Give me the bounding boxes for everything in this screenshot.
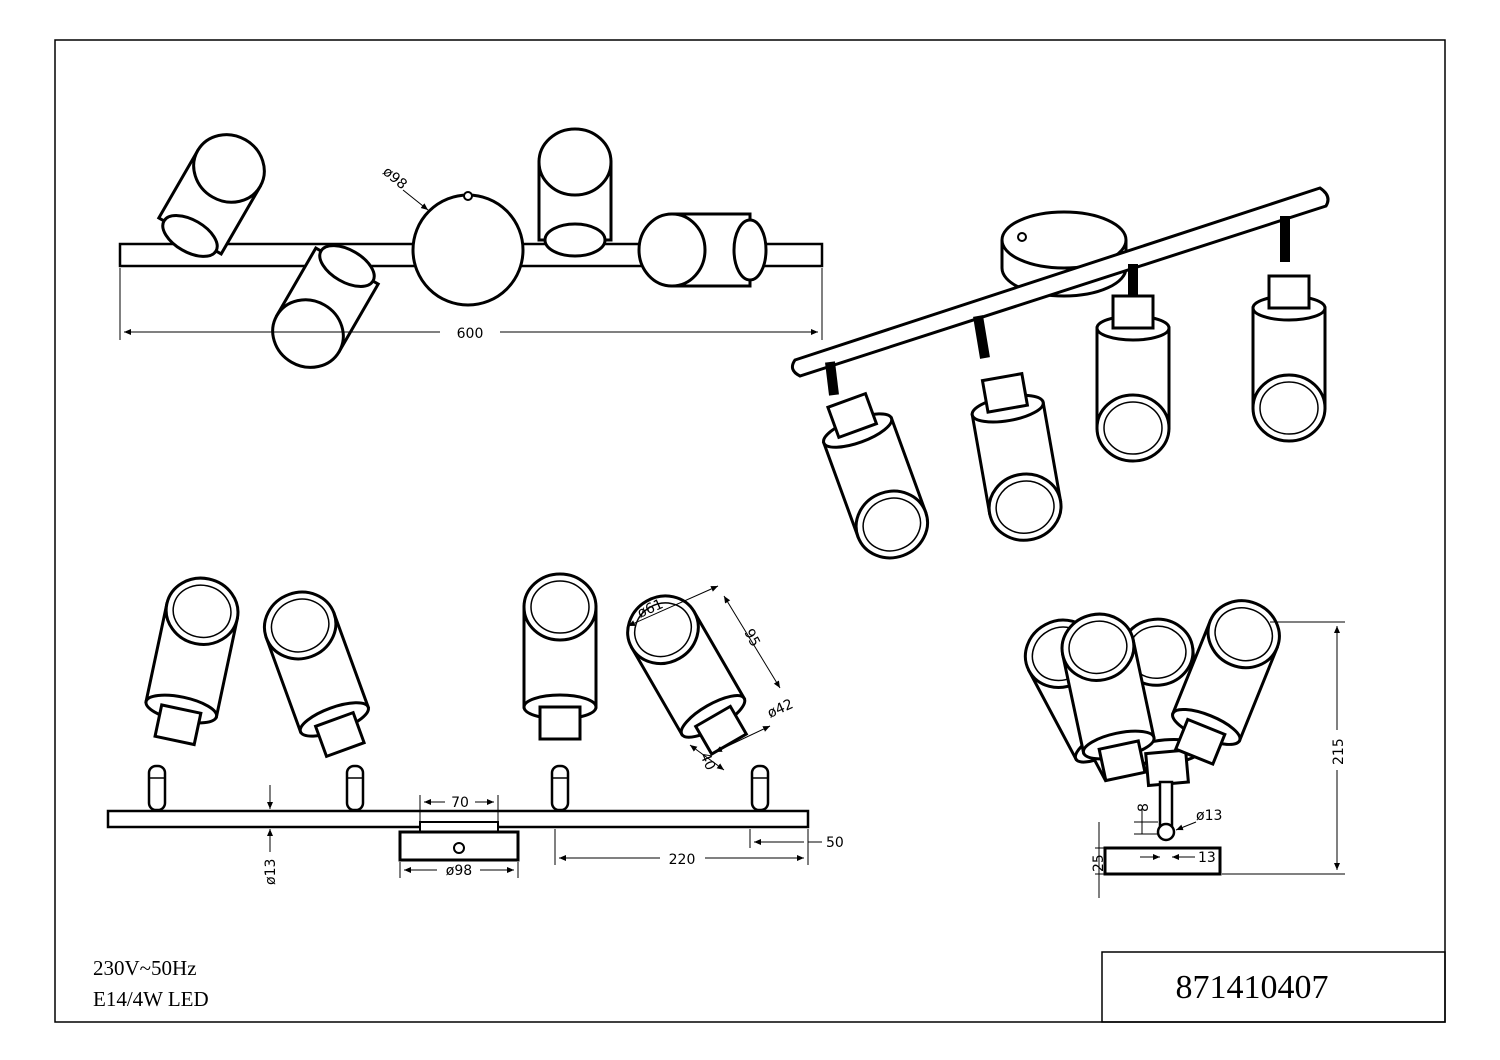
dim-side-height: 215 [1331, 738, 1347, 765]
top-view-spot-4 [637, 212, 768, 288]
spec-lamp: E14/4W LED [93, 987, 209, 1011]
top-view-base [411, 193, 525, 307]
top-view-spot-3 [537, 127, 613, 258]
dim-front-neck-length: 40 [696, 750, 718, 773]
perspective-spot-3 [1095, 294, 1171, 463]
spec-voltage: 230V~50Hz [93, 956, 197, 980]
dim-front-bar-diameter: ø13 [263, 859, 279, 885]
front-spot-1 [137, 570, 246, 750]
perspective-bar [790, 186, 1330, 378]
perspective-spot-4 [1251, 274, 1327, 443]
front-spot-2 [253, 580, 381, 764]
dim-side-joint-height: 8 [1136, 803, 1152, 812]
dim-top-length: 600 [457, 326, 484, 342]
side-view: 215 8 ø13 25 13 [1011, 588, 1347, 898]
perspective-spot-1 [811, 386, 939, 570]
title-block [1101, 951, 1446, 1023]
perspective-view [790, 186, 1330, 570]
dim-side-base-height: 25 [1091, 854, 1107, 872]
dim-side-joint-diameter: ø13 [1196, 808, 1222, 824]
perspective-spot-2 [965, 369, 1068, 548]
dim-front-end-offset: 50 [826, 835, 844, 851]
sheet-border [54, 39, 1446, 1023]
front-spot-3 [522, 572, 598, 741]
side-base [1103, 846, 1222, 876]
dim-side-base-offset: 13 [1198, 850, 1216, 866]
article-number: 871410407 [1176, 969, 1329, 1006]
front-view: ø13 70 ø98 220 50 ø61 95 ø42 40 [106, 570, 844, 885]
dim-top-base-diameter: ø98 [379, 164, 410, 193]
dim-front-plate-width: 70 [451, 795, 469, 811]
dim-front-head-length: 95 [740, 626, 762, 649]
dim-front-base-diameter: ø98 [446, 863, 472, 879]
dim-front-spacing: 220 [669, 852, 696, 868]
dim-front-neck-diameter: ø42 [765, 696, 796, 721]
top-view: 600 ø98 [118, 120, 824, 382]
